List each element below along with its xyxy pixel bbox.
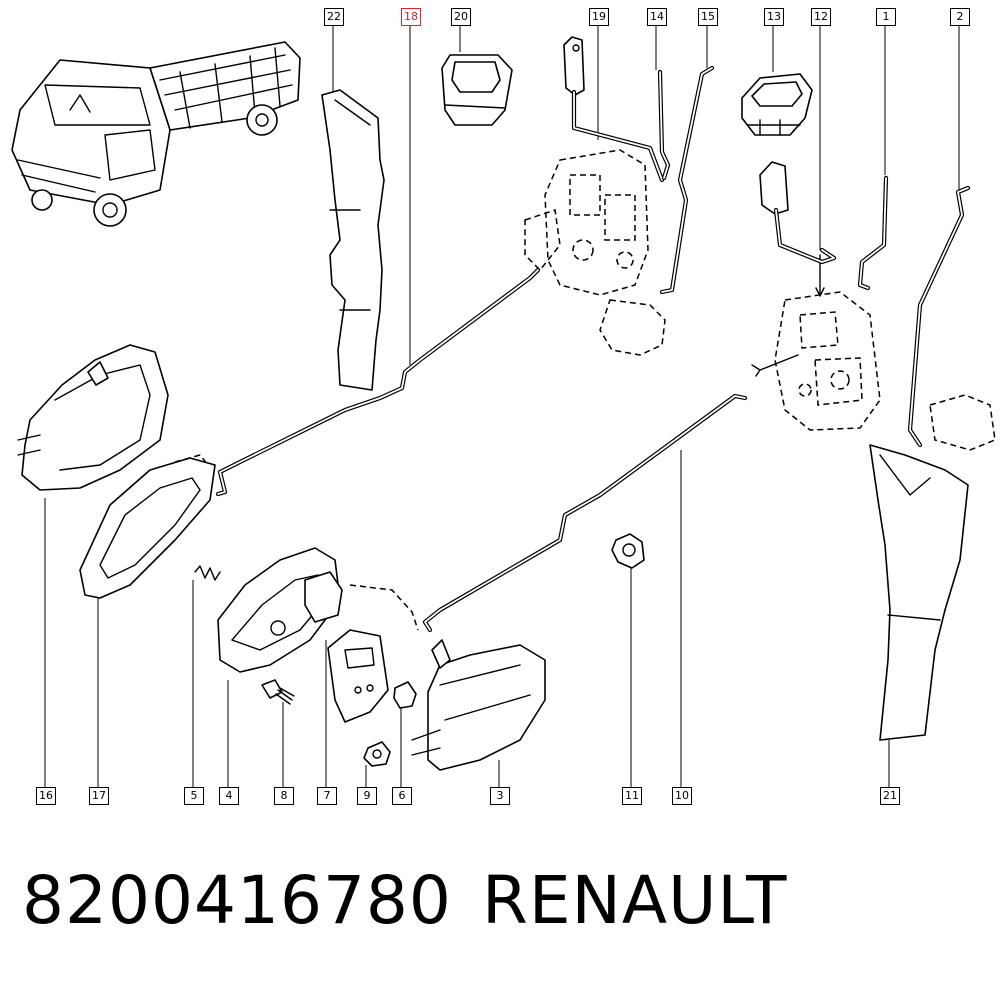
van-illustration <box>11 41 301 227</box>
lock-mechanism-right <box>751 254 996 451</box>
callout-22: 22 <box>324 8 344 26</box>
part-18-rod <box>174 267 541 497</box>
callout-8: 8 <box>274 787 294 805</box>
callout-21: 21 <box>880 787 900 805</box>
callout-6: 6 <box>392 787 412 805</box>
part-11-clip <box>611 533 645 569</box>
leader-lines <box>44 25 960 787</box>
brand-name: RENAULT <box>482 862 788 939</box>
part-10-rod <box>349 393 748 633</box>
callout-14: 14 <box>647 8 667 26</box>
parts-diagram <box>11 25 996 787</box>
part-number: 8200416780 <box>22 862 452 939</box>
lock-mechanism-left <box>524 149 666 356</box>
part-9-nut <box>363 741 391 767</box>
part-12-rod <box>759 161 837 265</box>
part-5-spring <box>194 565 221 581</box>
callout-10: 10 <box>672 787 692 805</box>
callout-17: 17 <box>89 787 109 805</box>
callout-13: 13 <box>764 8 784 26</box>
callout-2: 2 <box>950 8 970 26</box>
part-20-grommet <box>441 54 513 126</box>
callout-20: 20 <box>451 8 471 26</box>
callout-15: 15 <box>698 8 718 26</box>
callout-18: 18 <box>401 8 421 26</box>
part-13-grommet <box>741 73 813 136</box>
callout-5: 5 <box>184 787 204 805</box>
part-4-handle <box>217 547 343 673</box>
part-2-rod <box>907 185 971 448</box>
part-8-screw <box>261 679 295 705</box>
part-22-seal <box>321 89 385 391</box>
callout-3: 3 <box>490 787 510 805</box>
part-16-housing <box>17 344 169 491</box>
part-6-clip <box>393 681 417 709</box>
callout-9: 9 <box>357 787 377 805</box>
part-1-rod <box>857 175 889 291</box>
callout-7: 7 <box>317 787 337 805</box>
callout-11: 11 <box>622 787 642 805</box>
callout-12: 12 <box>811 8 831 26</box>
callout-1: 1 <box>876 8 896 26</box>
part-3-cover <box>411 639 546 771</box>
part-21-seal <box>869 444 969 741</box>
callout-16: 16 <box>36 787 56 805</box>
part-14-rod <box>657 69 671 181</box>
footer: 8200416780 RENAULT <box>0 858 1000 948</box>
part-17-bezel <box>79 457 216 599</box>
part-7-bracket <box>327 629 389 723</box>
part-19-rod <box>563 36 665 183</box>
callout-19: 19 <box>589 8 609 26</box>
part-15-rod <box>659 65 715 295</box>
callout-4: 4 <box>219 787 239 805</box>
